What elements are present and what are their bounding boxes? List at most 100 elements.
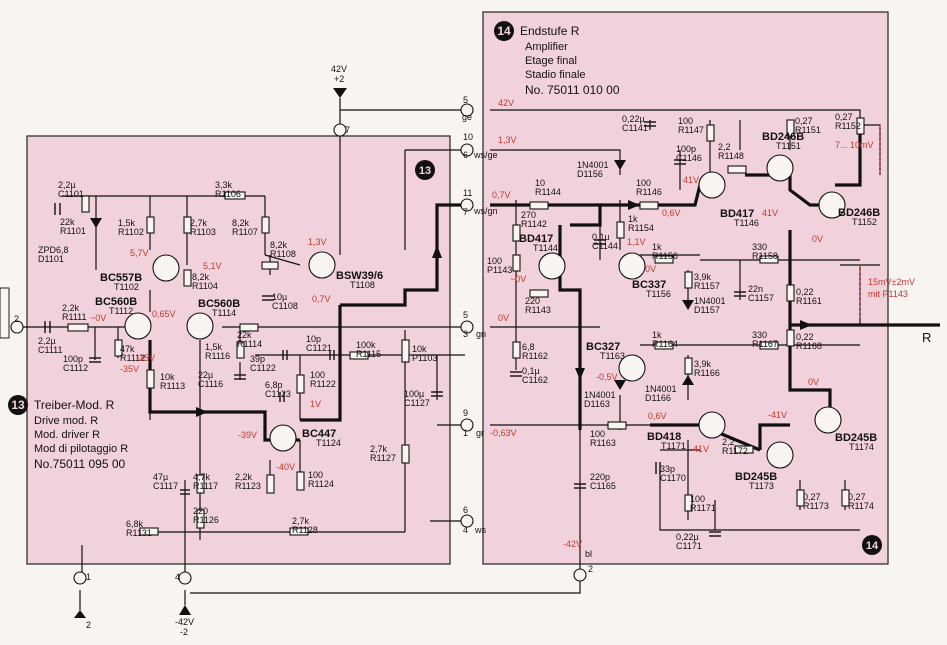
left-voltage-3: 0,7V — [312, 294, 331, 304]
left-voltage-5: ~0V — [90, 313, 106, 323]
c1171-value-label: 0,22µ — [676, 532, 699, 542]
conn-0-bottom: ge — [462, 112, 472, 122]
t1163-type-label: BC327 — [586, 341, 620, 353]
supply-negative-icon — [179, 605, 191, 615]
c1122-value-label: 39p — [250, 354, 265, 364]
right-voltage-4: 1,1V — [627, 237, 646, 247]
conn-3-net: 0V — [498, 313, 509, 323]
r1104-value-label: 8,2k — [192, 272, 210, 282]
c1108-ref-label: C1108 — [272, 301, 298, 311]
conn-1-code: ws/ge — [473, 150, 498, 160]
r1122-value-label: 100 — [310, 370, 325, 380]
r1107-ref-label: R1107 — [232, 227, 258, 237]
r1156-value-label: 1k — [652, 242, 662, 252]
r1114-value-label: 22k — [237, 330, 252, 340]
r1108-value-label: 8,2k — [270, 240, 288, 250]
r1108-ref-label: R1108 — [270, 249, 296, 259]
output-arrow-icon — [800, 320, 812, 330]
r1163-ref-label: R1163 — [590, 438, 616, 448]
r1143-value-label: 220 — [525, 296, 540, 306]
c1121-value-label: 10p — [306, 334, 321, 344]
t1112-ref-label: T1112 — [109, 306, 133, 316]
r1131-ref-label: R1131 — [126, 528, 152, 538]
r1154-ref-label: R1154 — [628, 223, 654, 233]
left-voltage-6: -35V — [136, 353, 155, 363]
d1101-ref-label: D1101 — [38, 254, 64, 264]
conn-1-bottom: 6 — [463, 150, 468, 160]
d1157-value-label: 1N4001 — [694, 296, 726, 306]
conn-1-net: 1,3V — [498, 135, 517, 145]
t1102-ref-label: T1102 — [114, 282, 139, 292]
r1148-value-label: 2,2 — [718, 142, 731, 152]
r1115-value-label: 100k — [356, 340, 376, 350]
r1151-ref-label: R1151 — [795, 125, 821, 135]
r1128-value-label: 2,7k — [292, 516, 310, 526]
r1142-value-label: 270 — [521, 210, 536, 220]
p1103-ref-label: P1103 — [412, 353, 437, 363]
right-voltage-9: -41V — [768, 410, 787, 420]
c1146-ref-label: C1146 — [676, 153, 702, 163]
r1161-value-label: 0,22 — [796, 287, 814, 297]
c1127-value-label: 100µ — [404, 389, 424, 399]
d1101-value-label: ZPD6,8 — [38, 245, 69, 255]
r1174-ref-label: R1174 — [848, 501, 874, 511]
r1152-ref-label: R1152 — [835, 121, 861, 131]
t1146-ref-label: T1146 — [734, 218, 759, 228]
c1141-value-label: 0,22µ — [622, 114, 645, 124]
r1164-value-label: 1k — [652, 330, 662, 340]
transistor-t1174-symbol — [814, 406, 842, 434]
c1101-value-label: 2,2µ — [58, 180, 76, 190]
c1165-value-label: 220p — [590, 472, 610, 482]
r1111-value-label: 2,2k — [62, 303, 80, 313]
r1168-ref-label: R1168 — [796, 341, 822, 351]
r1124-ref-label: R1124 — [308, 479, 334, 489]
c1127-ref-label: C1127 — [404, 398, 430, 408]
r1106-value-label: 3,3k — [215, 180, 233, 190]
d1166-value-label: 1N4001 — [645, 384, 677, 394]
r1124-value-label: 100 — [308, 470, 323, 480]
t1144-ref-label: T1144 — [533, 243, 558, 253]
r1117-ref-label: R1117 — [193, 481, 218, 491]
c1162-ref-label: C1162 — [522, 375, 548, 385]
t1173-type-label: BD245B — [735, 471, 777, 483]
r1117-value-label: 4,7k — [193, 472, 211, 482]
inner-badge-14-number: 14 — [866, 540, 879, 552]
conn-4-bottom: 1 — [463, 428, 468, 438]
r1147-value-label: 100 — [678, 116, 693, 126]
r1171-value-label: 100 — [690, 494, 705, 504]
p1143-ref-label: P1143 — [487, 265, 512, 275]
d1157-ref-label: D1157 — [694, 305, 720, 315]
t1152-type-label: BD246B — [838, 207, 880, 219]
c1116-value-label: 22µ — [198, 370, 213, 380]
transistor-t1171-symbol — [698, 411, 726, 439]
conn-2-code: ws/gn — [473, 206, 498, 216]
r1112-value-label: 47k — [120, 344, 135, 354]
t1114-ref-label: T1114 — [212, 308, 236, 318]
output-title-line-4: Stadio finale — [525, 69, 586, 81]
connector-labels: 5 ge 42V 10 6 ws/ge 1,3V 11 7 ws/gn 0,7V… — [14, 95, 593, 630]
r1148-ref-label: R1148 — [718, 151, 744, 161]
r1172-value-label: 2,2 — [722, 437, 735, 447]
c1108-value-label: 10µ — [272, 292, 287, 302]
r1154-value-label: 1k — [628, 214, 638, 224]
c1144-ref-label: C1144 — [592, 241, 618, 251]
t1174-type-label: BD245B — [835, 432, 877, 444]
r1127-value-label: 2,7k — [370, 444, 388, 454]
r1126-value-label: 220 — [193, 506, 208, 516]
transistor-t1114-symbol — [186, 312, 214, 340]
left-voltage-4: 0,65V — [152, 309, 176, 319]
supply-top-pin: +2 — [334, 74, 344, 84]
right-voltage-6: 0V — [645, 264, 656, 274]
c1157-value-label: 22n — [748, 284, 763, 294]
c1116-ref-label: C1116 — [198, 379, 223, 389]
r1144-value-label: 10 — [535, 178, 545, 188]
driver-title-line-1: Treiber-Mod. R — [34, 398, 115, 412]
supply-bottom-pin: -2 — [180, 627, 188, 637]
transistor-symbols — [124, 154, 846, 469]
t1102-type-label: BC557B — [100, 272, 142, 284]
t1156-ref-label: T1156 — [646, 289, 671, 299]
conn-3-code: gn — [476, 329, 486, 339]
conn-8-top: 4 — [175, 572, 180, 582]
r1161-ref-label: R1161 — [796, 296, 822, 306]
